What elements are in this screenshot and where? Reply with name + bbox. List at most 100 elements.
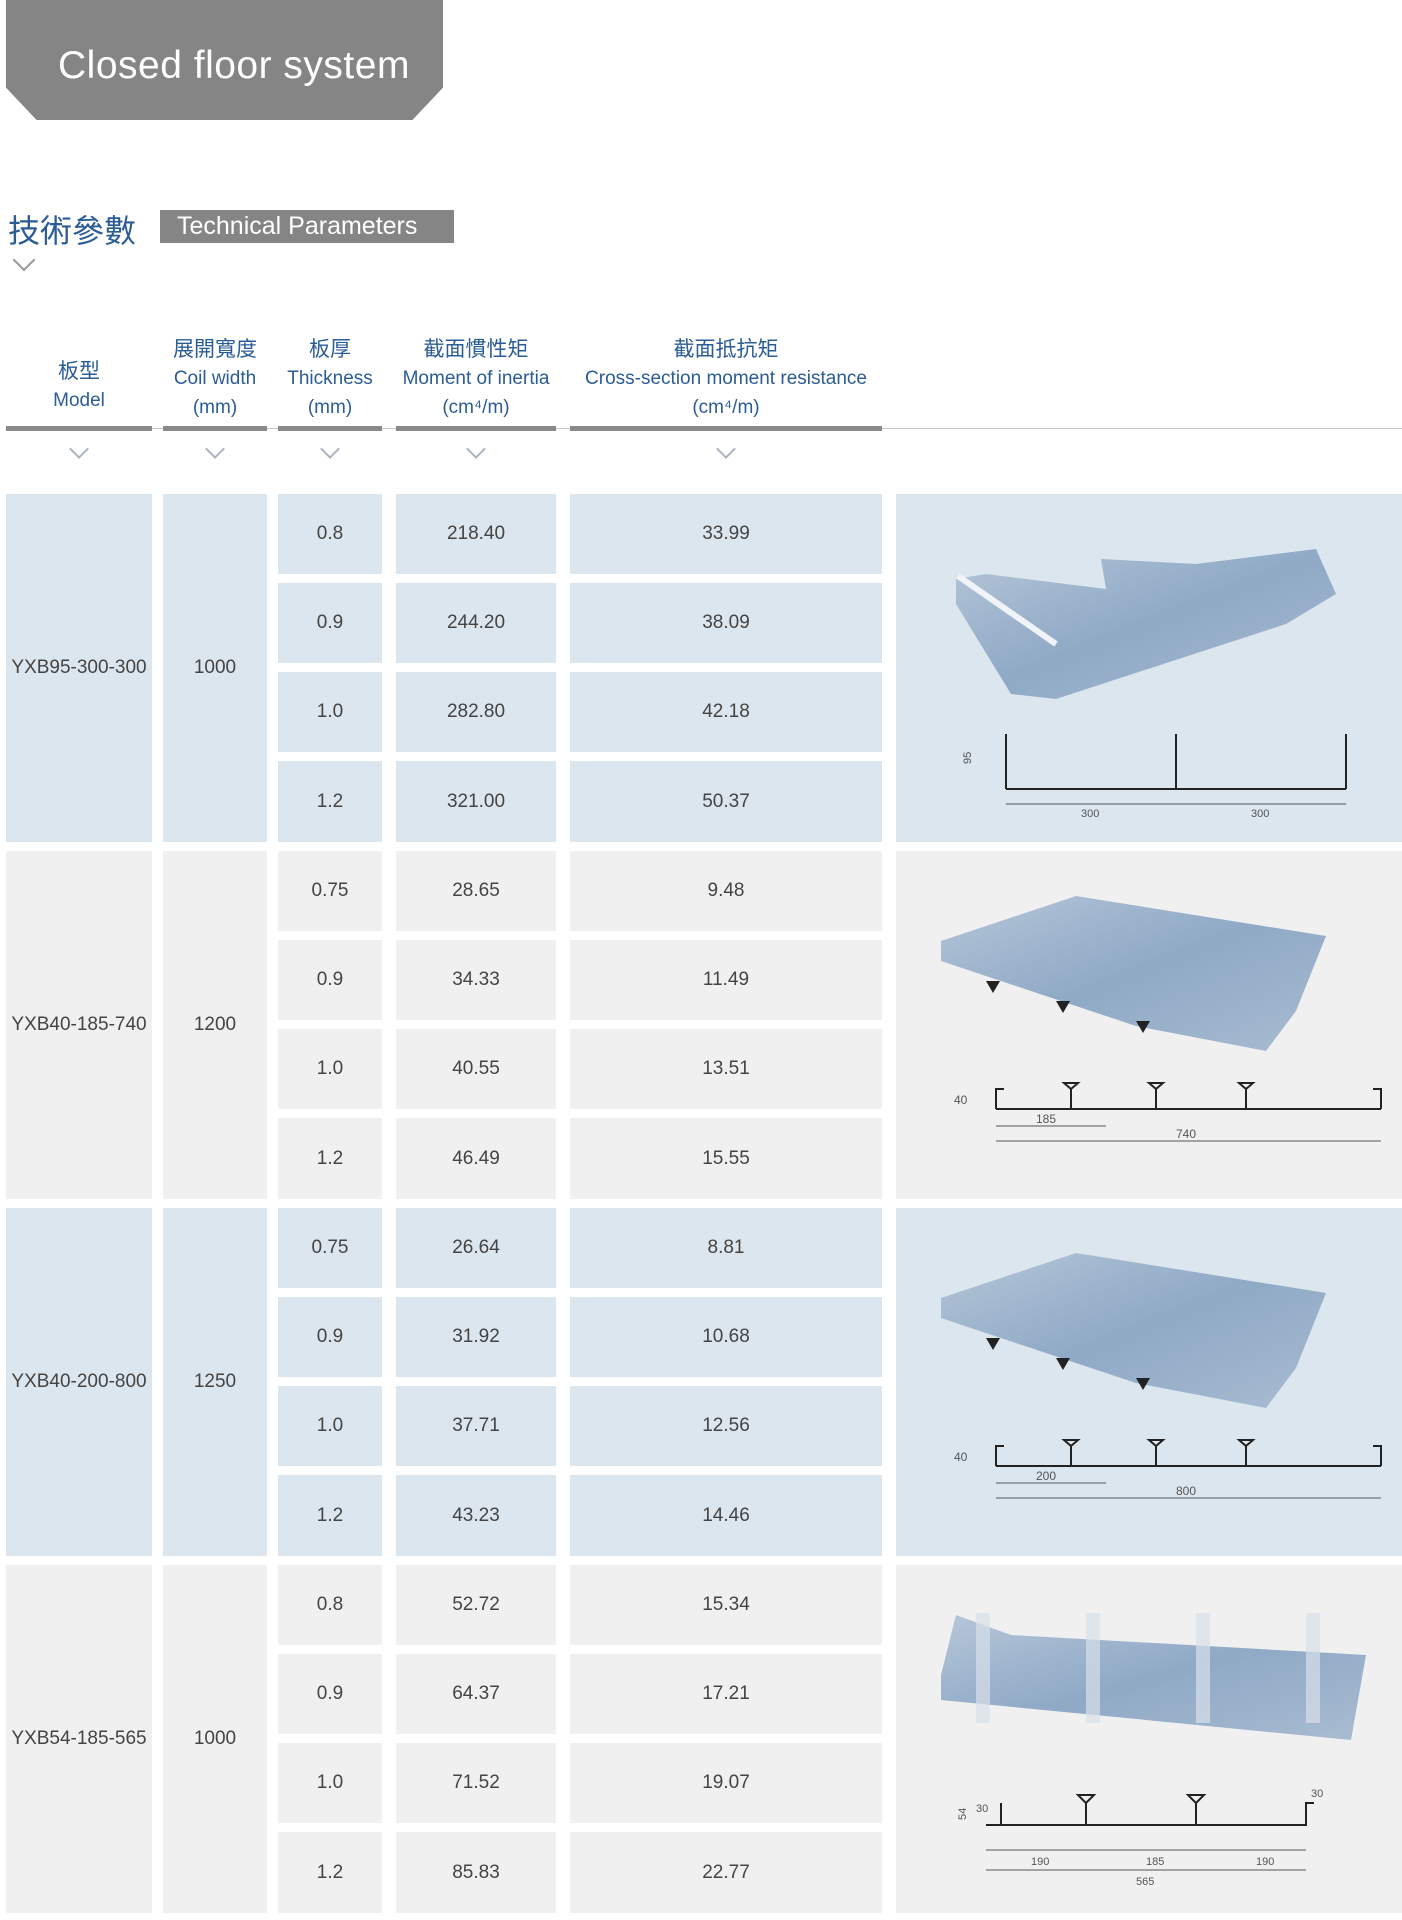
- header-underline: [6, 426, 152, 431]
- inertia-cell: 64.37: [396, 1654, 556, 1734]
- inertia-cell: 282.80: [396, 672, 556, 752]
- chevron-down-icon: [320, 439, 340, 459]
- resistance-cell: 33.99: [570, 494, 882, 574]
- inertia-cell: 71.52: [396, 1743, 556, 1823]
- section-title-en: Technical Parameters: [160, 210, 454, 243]
- resistance-cell: 38.09: [570, 583, 882, 663]
- dimension-label: 30: [976, 1803, 988, 1815]
- section-title-cn: 技術參數: [8, 212, 137, 250]
- thickness-cell: 1.2: [278, 1832, 382, 1913]
- header-en: Coil width: [173, 368, 257, 389]
- resistance-cell: 22.77: [570, 1832, 882, 1913]
- header-unit: (mm): [192, 397, 238, 418]
- dimension-label: 300: [1081, 808, 1099, 820]
- dimension-label: 565: [1136, 1876, 1154, 1888]
- resistance-cell: 15.34: [570, 1565, 882, 1645]
- header-underline: [396, 426, 556, 431]
- profile-image-YXB40-185-740: 40 185 740: [896, 851, 1402, 1199]
- chevron-down-icon: [466, 439, 486, 459]
- inertia-cell: 37.71: [396, 1386, 556, 1466]
- resistance-cell: 13.51: [570, 1029, 882, 1109]
- profile-image-YXB95-300-300: 95 300 300: [896, 494, 1402, 842]
- resistance-cell: 10.68: [570, 1297, 882, 1377]
- thickness-cell: 1.2: [278, 1475, 382, 1556]
- inertia-cell: 43.23: [396, 1475, 556, 1556]
- header-cn: 截面慣性矩: [423, 337, 529, 361]
- dimension-label: 740: [1176, 1127, 1196, 1141]
- inertia-cell: 321.00: [396, 761, 556, 842]
- chevron-down-icon: [716, 439, 736, 459]
- thickness-cell: 0.9: [278, 1297, 382, 1377]
- header-cn: 截面抵抗矩: [673, 337, 779, 361]
- dimension-label: 800: [1176, 1484, 1196, 1498]
- model-cell: YXB95-300-300: [6, 494, 152, 842]
- page-banner: Closed floor system: [6, 0, 443, 120]
- header-underline: [278, 426, 382, 431]
- resistance-cell: 11.49: [570, 940, 882, 1020]
- dimension-label: 54: [957, 1808, 969, 1820]
- dimension-label: 40: [954, 1093, 968, 1107]
- header-cn: 板型: [58, 359, 100, 383]
- resistance-cell: 9.48: [570, 851, 882, 931]
- inertia-cell: 46.49: [396, 1118, 556, 1199]
- dimension-label: 40: [954, 1450, 968, 1464]
- resistance-cell: 12.56: [570, 1386, 882, 1466]
- model-cell: YXB40-200-800: [6, 1208, 152, 1556]
- column-header-2: 板厚 Thickness (mm): [258, 335, 402, 422]
- header-unit: (cm⁴/m): [692, 397, 760, 418]
- dimension-label: 190: [1031, 1856, 1049, 1868]
- header-en: Moment of inertia: [402, 368, 550, 389]
- thickness-cell: 0.9: [278, 1654, 382, 1734]
- profile-illustration: 95 300 300: [956, 549, 1347, 820]
- dimension-label: 200: [1036, 1469, 1056, 1483]
- column-header-3: 截面慣性矩 Moment of inertia (cm⁴/m): [376, 335, 576, 422]
- dimension-label: 190: [1256, 1856, 1274, 1868]
- coil-width-cell: 1250: [163, 1208, 267, 1556]
- resistance-cell: 14.46: [570, 1475, 882, 1556]
- coil-width-cell: 1000: [163, 1565, 267, 1913]
- thickness-cell: 0.75: [278, 851, 382, 931]
- chevron-down-icon: [12, 248, 36, 272]
- thickness-cell: 1.0: [278, 1386, 382, 1466]
- inertia-cell: 218.40: [396, 494, 556, 574]
- header-en: Thickness: [287, 368, 373, 389]
- thickness-cell: 1.0: [278, 1743, 382, 1823]
- thickness-cell: 0.9: [278, 583, 382, 663]
- inertia-cell: 52.72: [396, 1565, 556, 1645]
- banner-title: Closed floor system: [58, 44, 410, 87]
- inertia-cell: 244.20: [396, 583, 556, 663]
- inertia-cell: 31.92: [396, 1297, 556, 1377]
- thickness-cell: 0.8: [278, 494, 382, 574]
- profile-image-YXB40-200-800: 40 200 800: [896, 1208, 1402, 1556]
- profile-illustration: 40 200 800: [941, 1253, 1382, 1499]
- profile-illustration: 40 185 740: [941, 896, 1382, 1142]
- header-en: Cross-section moment resistance: [585, 368, 867, 389]
- inertia-cell: 85.83: [396, 1832, 556, 1913]
- resistance-cell: 19.07: [570, 1743, 882, 1823]
- chevron-down-icon: [69, 439, 89, 459]
- coil-width-cell: 1200: [163, 851, 267, 1199]
- resistance-cell: 15.55: [570, 1118, 882, 1199]
- column-header-0: 板型 Model: [0, 357, 172, 415]
- resistance-cell: 42.18: [570, 672, 882, 752]
- chevron-down-icon: [205, 439, 225, 459]
- column-header-4: 截面抵抗矩 Cross-section moment resistance (c…: [550, 335, 902, 422]
- column-header-1: 展開寬度 Coil width (mm): [143, 335, 287, 422]
- resistance-cell: 17.21: [570, 1654, 882, 1734]
- thickness-cell: 1.2: [278, 761, 382, 842]
- dimension-label: 95: [962, 752, 974, 764]
- thickness-cell: 1.0: [278, 1029, 382, 1109]
- header-underline: [570, 426, 882, 431]
- header-underline: [163, 426, 267, 431]
- dimension-label: 300: [1251, 808, 1269, 820]
- dimension-label: 185: [1036, 1112, 1056, 1126]
- inertia-cell: 26.64: [396, 1208, 556, 1288]
- thickness-cell: 0.9: [278, 940, 382, 1020]
- thickness-cell: 0.8: [278, 1565, 382, 1645]
- thickness-cell: 1.0: [278, 672, 382, 752]
- header-unit: (mm): [307, 397, 353, 418]
- header-en: Model: [53, 390, 105, 411]
- model-cell: YXB40-185-740: [6, 851, 152, 1199]
